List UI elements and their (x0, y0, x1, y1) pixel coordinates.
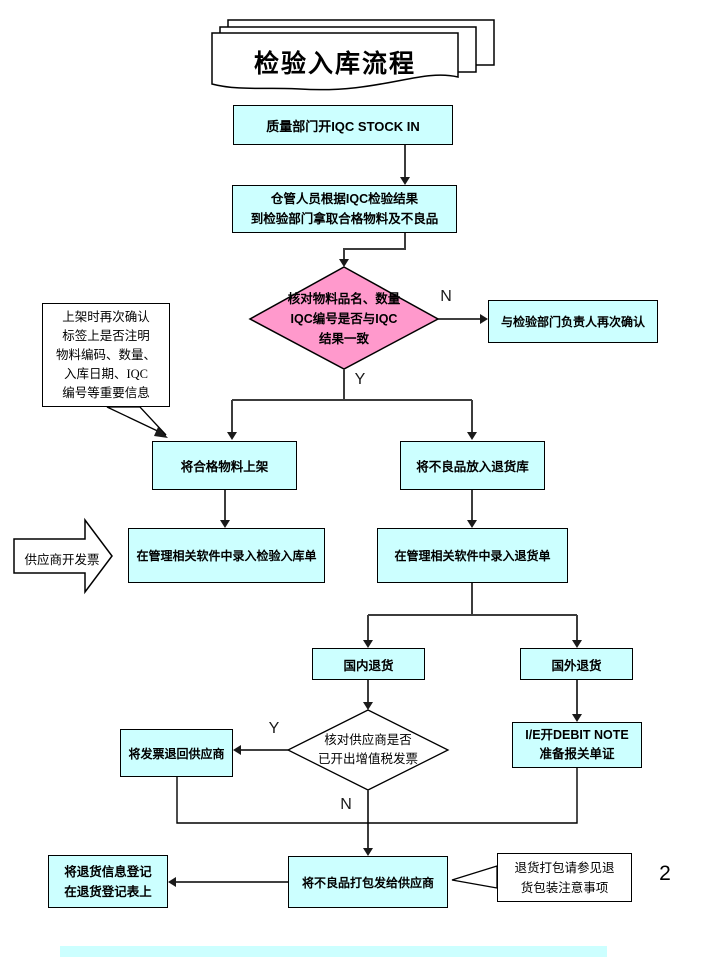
footer-accent-bar (60, 946, 607, 957)
page-number: 2 (659, 862, 671, 885)
note-packing-instructions: 退货打包请参见退 货包装注意事项 (497, 853, 632, 902)
branch-label-no-1: N (440, 288, 452, 305)
flow-connectors-thin (176, 318, 578, 883)
callout-tails (106, 406, 498, 889)
decision-check-vat-label: 核对供应商是否 已开出增值税发票 (317, 733, 418, 766)
flow-connectors (224, 145, 578, 848)
branch-label-no-2: N (340, 796, 352, 813)
node-return-invoice-to-supplier: 将发票退回供应商 (120, 729, 233, 777)
node-shelve-qualified: 将合格物料上架 (152, 441, 297, 490)
slide-title: 检验入库流程 (253, 51, 416, 78)
node-record-return-entry: 在管理相关软件中录入退货单 (377, 528, 568, 583)
node-warehouse-staff: 仓管人员根据IQC检验结果 到检验部门拿取合格物料及不良品 (232, 185, 457, 233)
branch-label-yes-1: Y (354, 371, 366, 388)
node-reconfirm-inspection: 与检验部门负责人再次确认 (488, 300, 658, 343)
node-record-inspection-entry: 在管理相关软件中录入检验入库单 (128, 528, 325, 583)
node-pack-defective: 将不良品打包发给供应商 (288, 856, 448, 908)
supplier-invoice-arrow-label: 供应商开发票 (24, 553, 100, 567)
node-domestic-return: 国内退货 (312, 648, 425, 680)
node-defective-to-return-store: 将不良品放入退货库 (400, 441, 545, 490)
note-shelf-label-check: 上架时再次确认 标签上是否注明 物料编码、数量、 入库日期、IQC 编号等重要信… (42, 303, 170, 407)
branch-label-yes-2: Y (268, 720, 280, 737)
title-document-shape (211, 19, 495, 91)
node-ie-debit-note: I/E开DEBIT NOTE 准备报关单证 (512, 722, 642, 768)
node-overseas-return: 国外退货 (520, 648, 633, 680)
supplier-invoice-arrow-shape (13, 517, 113, 595)
decision-check-match-label: 核对物料品名、数量 IQC编号是否与IQC 结果一致 (287, 292, 401, 346)
node-register-return-info: 将退货信息登记 在退货登记表上 (48, 855, 168, 908)
node-quality-iqc-stock-in: 质量部门开IQC STOCK IN (233, 105, 453, 145)
arrowheads (168, 177, 582, 887)
